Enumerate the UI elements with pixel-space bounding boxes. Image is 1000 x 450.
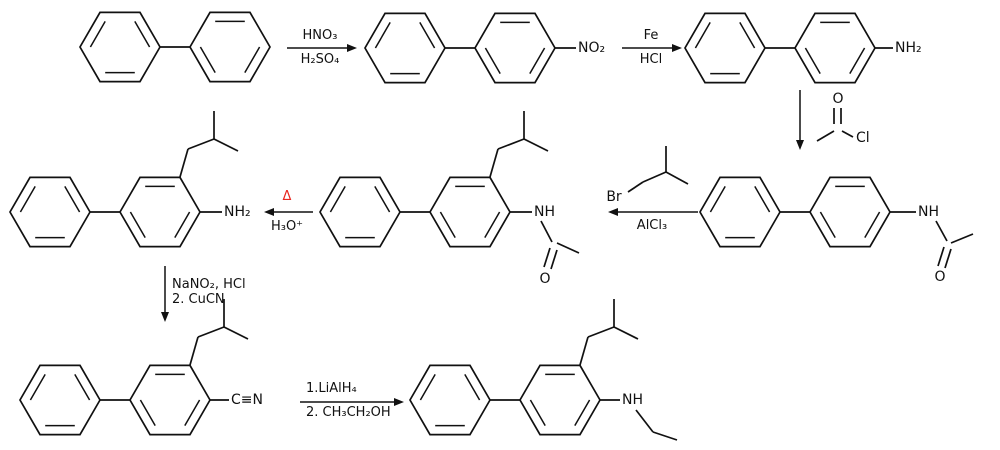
atom-label-nitrile: C≡N [231, 392, 263, 408]
reagent-label-hno3: HNO₃ [302, 28, 338, 43]
reagent-label-alcl3: AlCl₃ [636, 218, 668, 233]
atom-label-no2: NO₂ [578, 40, 606, 56]
atom-label-nh2-top: NH₂ [895, 40, 922, 56]
atom-label-o-acyl: O [832, 91, 844, 107]
atom-label-o-mid: O [539, 271, 551, 287]
atom-label-o-right: O [934, 269, 946, 285]
reagent-label-nano2-hcl: NaNO₂, HCl [172, 277, 246, 292]
atom-label-nh-mid: NH [534, 204, 555, 220]
atom-label-nh-bottom: NH [622, 392, 643, 408]
reagent-label-fe: Fe [643, 28, 659, 43]
atom-label-br: Br [606, 189, 622, 205]
atom-label-nh2-mid: NH₂ [224, 204, 251, 220]
reagent-label-h3o-plus: H₃O⁺ [270, 219, 304, 234]
reagent-label-cucn: 2. CuCN [172, 292, 225, 307]
reagent-label-ch3ch2oh: 2. CH₃CH₂OH [306, 405, 391, 420]
reagent-label-h2so4: H₂SO₄ [300, 52, 340, 67]
reagent-label-lialh4: 1.LiAlH₄ [306, 381, 357, 396]
atom-label-cl-acyl: Cl [856, 130, 870, 146]
atom-label-nh-right: NH [918, 204, 939, 220]
reagent-label-hcl: HCl [639, 52, 663, 67]
reagent-label-delta: Δ [282, 189, 292, 204]
